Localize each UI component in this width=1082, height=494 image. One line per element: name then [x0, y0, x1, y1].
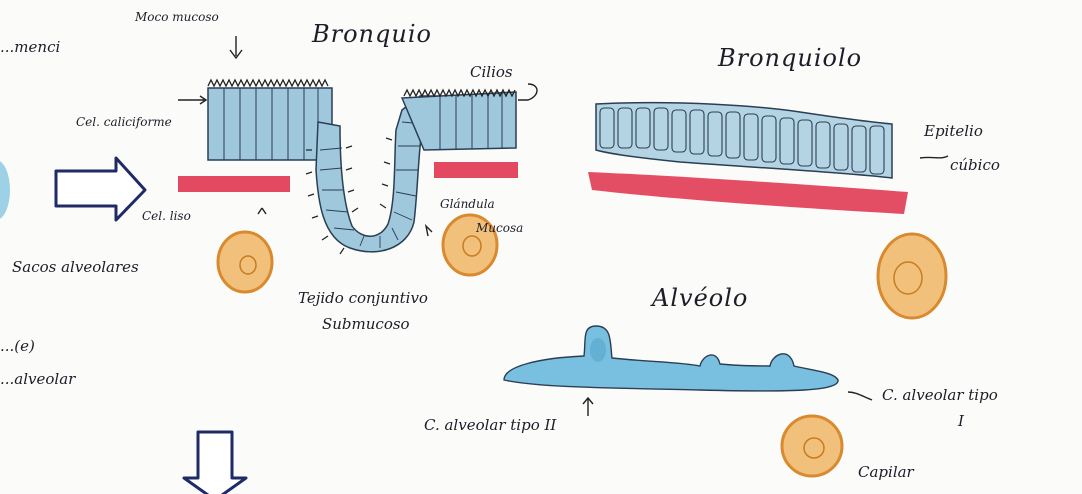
capillary-1: [218, 232, 272, 292]
label-cel-tipo-i: C. alveolar tipo: [882, 386, 998, 404]
bronquio-muscle-left: [178, 176, 290, 192]
label-capilar: Capilar: [858, 463, 915, 481]
label-cel-caliciforme: Cel. caliciforme: [76, 115, 172, 129]
down-arrow-icon: [184, 432, 246, 494]
left-sphere-fragment: [0, 160, 10, 220]
bronquio-muscle-right: [434, 162, 518, 178]
label-left-bottom-2: ...alveolar: [0, 370, 76, 388]
label-submucoso: Submucoso: [322, 315, 410, 333]
bronquio-epithelium-left: [208, 88, 332, 160]
label-sacos-alveolares: Sacos alveolares: [12, 258, 139, 276]
label-cubico: cúbico: [950, 156, 1000, 174]
alveolar-wall: [504, 326, 838, 391]
label-cel-tipo-i-num: I: [957, 412, 965, 430]
title-alveolo: Alvéolo: [650, 284, 748, 312]
label-cel-tipo-ii: C. alveolar tipo II: [424, 416, 557, 434]
label-mucosa: Mucosa: [475, 221, 523, 235]
bronquiolo-muscle: [588, 172, 908, 214]
label-cel-liso: Cel. liso: [142, 209, 191, 223]
bronquiolo-diagram: [588, 103, 948, 318]
label-tejido-conjuntivo: Tejido conjuntivo: [298, 289, 428, 307]
title-bronquiolo: Bronquiolo: [717, 44, 862, 72]
capillary-3: [878, 234, 946, 318]
label-moco-mucoso: Moco mucoso: [134, 10, 219, 24]
capillary-4: [782, 416, 842, 476]
title-bronquio: Bronquio: [311, 20, 432, 48]
right-arrow-icon: [56, 158, 145, 220]
label-glandula: Glándula: [440, 197, 495, 211]
label-left-bottom-1: ...(e): [0, 337, 35, 355]
label-epitelio: Epitelio: [923, 122, 983, 140]
label-left-top: ...menci: [0, 38, 60, 56]
label-cilios: Cilios: [470, 63, 513, 81]
alveolo-diagram: [504, 326, 872, 476]
